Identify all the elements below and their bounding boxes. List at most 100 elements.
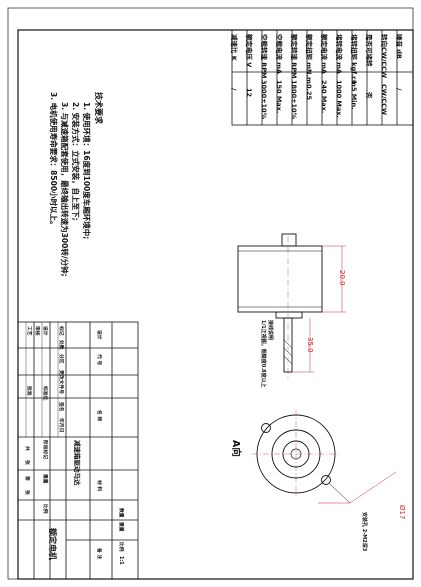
header-text: 重量 — [118, 522, 123, 532]
tech-note-text: 3. 与减速箱配套使用，最终输出转速为300转/分钟; — [60, 102, 69, 277]
spec-row: 1800±10% — [289, 80, 305, 119]
spec-label: 空载转速 RPM — [260, 34, 268, 79]
dim-text: 35.0 — [306, 337, 314, 353]
shaft-note-1: 接线说明 — [267, 320, 273, 341]
spec-row: 额定扭矩 mN.m — [304, 34, 320, 84]
spec-row: 1.5 Min. — [349, 80, 365, 110]
tb-hdr-material: 材 料 — [95, 480, 101, 491]
annotation-text: 接线说明 — [267, 320, 273, 341]
end-view-a — [252, 410, 351, 504]
spec-row: 空载电流 mA — [274, 34, 290, 74]
spec-value: 150 Max. — [275, 80, 283, 114]
spec-table-column-lines — [246, 30, 398, 125]
spec-row: 空载转速 RPM — [259, 34, 275, 79]
tb-hdr-scale: 比例 — [117, 542, 123, 552]
spec-value: 1800±10% — [290, 80, 298, 120]
tb-role-label: 审核 — [33, 326, 39, 336]
spec-label: 额定电流 mA — [320, 34, 328, 75]
spec-row: 噪音 dB — [394, 34, 410, 59]
tech-note-line: 3. 与减速箱配套使用，最终输出转速为300转/分钟; — [60, 102, 69, 277]
header-text: 名 称 — [96, 410, 101, 422]
spec-row: 堵转扭矩 kgf.cm — [349, 34, 365, 87]
tb-hdr-weight: 重量 — [117, 522, 123, 532]
tb-hdr-name: 名 称 — [95, 410, 101, 422]
role-label-text: 审核 — [34, 326, 39, 336]
stage-label-text: 重量 — [42, 474, 47, 484]
front-boss — [275, 311, 303, 319]
tb-drawing-type: 额定电机 — [48, 528, 57, 560]
mount-hole-right — [321, 475, 331, 485]
view-a-label: A向 — [230, 440, 241, 457]
sheet-label-text: 共 — [24, 446, 29, 451]
header-text: 比例 — [118, 542, 123, 552]
annotation-text: 安装孔 2-M2深3 — [361, 512, 367, 552]
motor-side-view — [237, 233, 323, 380]
spec-row: 1000 Max. — [334, 80, 350, 118]
tb-role-label: 工艺 — [25, 326, 31, 336]
spec-row: 额定转速 RPM — [289, 34, 305, 79]
row-label-text: 处数 — [58, 340, 63, 350]
spec-row: 是否可堵转 — [364, 34, 380, 67]
spec-label: 额定转速 RPM — [290, 34, 298, 79]
spec-row: 否 — [364, 92, 380, 99]
view-label-text: A向 — [230, 440, 241, 457]
tb-row-label: 分区 — [57, 354, 63, 364]
drawing-border — [17, 29, 414, 580]
spec-value: 1.5 Min. — [350, 80, 358, 110]
spec-row: 堵转电流 mA — [334, 34, 350, 74]
role-label-text: 设计 — [42, 326, 47, 336]
spec-row: 150 Max. — [274, 80, 290, 113]
tech-note-text: 2. 安装方式：立式安装，自上至下; — [71, 102, 80, 221]
tb-hdr-ratio: 1:1 — [117, 556, 123, 565]
dimension-lines — [292, 245, 397, 504]
annotation-text: 1/1正视图，粗糙度0.8度以上 — [260, 320, 266, 388]
role-label-text: 批准 — [26, 386, 31, 396]
face-note: 安装孔 2-M2深3 — [361, 512, 367, 552]
row-label-text: 年月日 — [58, 418, 63, 433]
spec-row: 减速比 K — [229, 34, 245, 61]
tb-sheet-label: 张 — [23, 460, 29, 465]
header-text: 数量 — [118, 508, 123, 518]
spec-value: 12 — [245, 88, 253, 98]
tb-stage-label: 阶段标记 — [41, 440, 47, 459]
product-name-text: 减速箱驱动马达 — [73, 440, 81, 486]
spec-value: 3000±10% — [260, 80, 268, 120]
tb-row-label: 处数 — [57, 340, 63, 350]
spec-row: 额定电压 V — [244, 34, 260, 67]
sheet-label-text: 张 — [24, 490, 29, 495]
spec-row: 0.25 — [304, 84, 320, 100]
tb-stage-label: 重量 — [41, 474, 47, 484]
spec-label: 额定电压 V — [245, 34, 253, 68]
spec-row: / — [394, 88, 410, 90]
header-text: 1:1 — [118, 556, 123, 565]
tb-row-label: 签名 — [57, 402, 63, 412]
tech-note-line: 2. 安装方式：立式安装，自上至下; — [71, 102, 80, 221]
spec-value: / — [230, 88, 238, 91]
spec-label: 空载电流 mA — [275, 34, 283, 75]
tb-hdr-qty: 数量 — [117, 508, 123, 518]
spec-label: 减速比 K — [230, 34, 238, 61]
tech-note-line: 1. 使用环境：16度到100度车厢环境中; — [82, 102, 91, 239]
dim-text: Ø17 — [398, 505, 406, 520]
spec-label: 转向CW/CCW — [380, 34, 388, 79]
spec-table — [231, 29, 414, 126]
dim-body-diameter: 20.0 — [338, 270, 346, 286]
spec-row: CW/CCW — [379, 84, 395, 115]
dim-face-diameter: Ø17 — [398, 505, 406, 520]
drawing-type-text: 额定电机 — [48, 528, 57, 560]
header-text: 备 注 — [96, 548, 101, 560]
header-text: 设计 — [96, 330, 101, 340]
mount-hole-left — [261, 423, 271, 433]
role-label-text: 标准化 — [42, 386, 47, 401]
spec-value: 240 Max. — [320, 80, 328, 114]
tb-role-label: 设计 — [41, 326, 47, 336]
role-label-text: 工艺 — [26, 326, 31, 336]
tb-product-name: 减速箱驱动马达 — [73, 440, 81, 486]
tech-notes-title-text: 技术要求 — [94, 92, 103, 124]
spec-label: 堵转扭矩 kgf.cm — [350, 34, 358, 87]
tb-hdr-code: 代 号 — [95, 354, 101, 365]
tb-row-label: 更改文件号 — [57, 370, 63, 394]
tb-sheet-label: 张 — [23, 490, 29, 495]
spec-value: 1000 Max. — [335, 80, 343, 118]
